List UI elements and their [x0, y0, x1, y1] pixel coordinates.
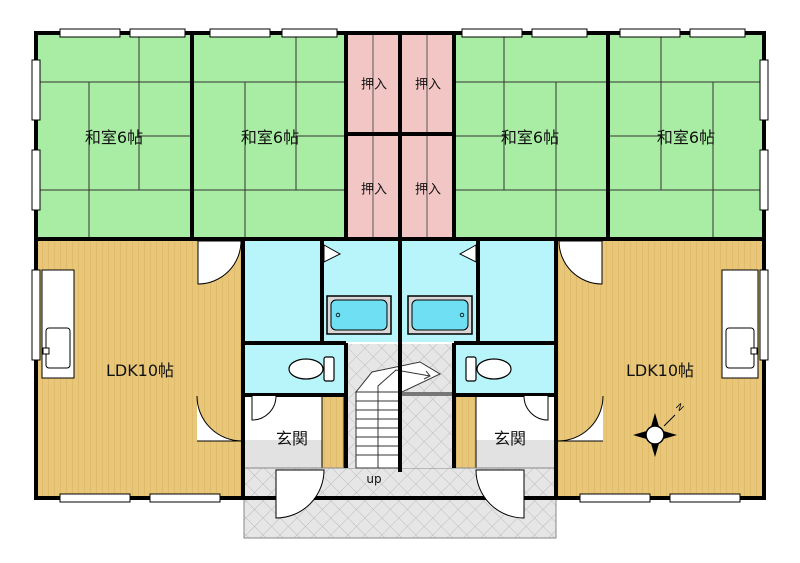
door-swing-icon	[196, 240, 604, 519]
toilet-icon	[288, 356, 512, 382]
window-marks	[31, 28, 769, 503]
oshiire-label: 押入	[414, 77, 442, 93]
oshiire-label: 押入	[414, 182, 442, 198]
washitsu-right-label: 和室6帖	[656, 128, 716, 147]
washitsu-left-label: 和室6帖	[84, 128, 144, 147]
sink-icon	[41, 269, 759, 379]
ldk-right-label: LDK10帖	[625, 361, 695, 380]
walls	[34, 31, 766, 500]
washitsu-left	[36, 33, 191, 238]
washitsu-center-right-label: 和室6帖	[500, 128, 560, 147]
ldk-left-label: LDK10帖	[105, 361, 175, 380]
compass-icon	[633, 413, 677, 457]
oshiire-closets	[346, 33, 454, 238]
washitsu-center-left-label: 和室6帖	[240, 128, 300, 147]
genkan-right-label: 玄関	[493, 429, 527, 448]
oshiire-label: 押入	[360, 182, 388, 198]
oshiire-label: 押入	[360, 77, 388, 93]
washitsu-center-right	[454, 33, 607, 238]
bathtub-icon	[326, 295, 473, 335]
washitsu-center-left	[193, 33, 346, 238]
genkan-left-label: 玄関	[275, 429, 309, 448]
washitsu-right	[609, 33, 764, 238]
stairs-up-label: up	[366, 472, 382, 486]
